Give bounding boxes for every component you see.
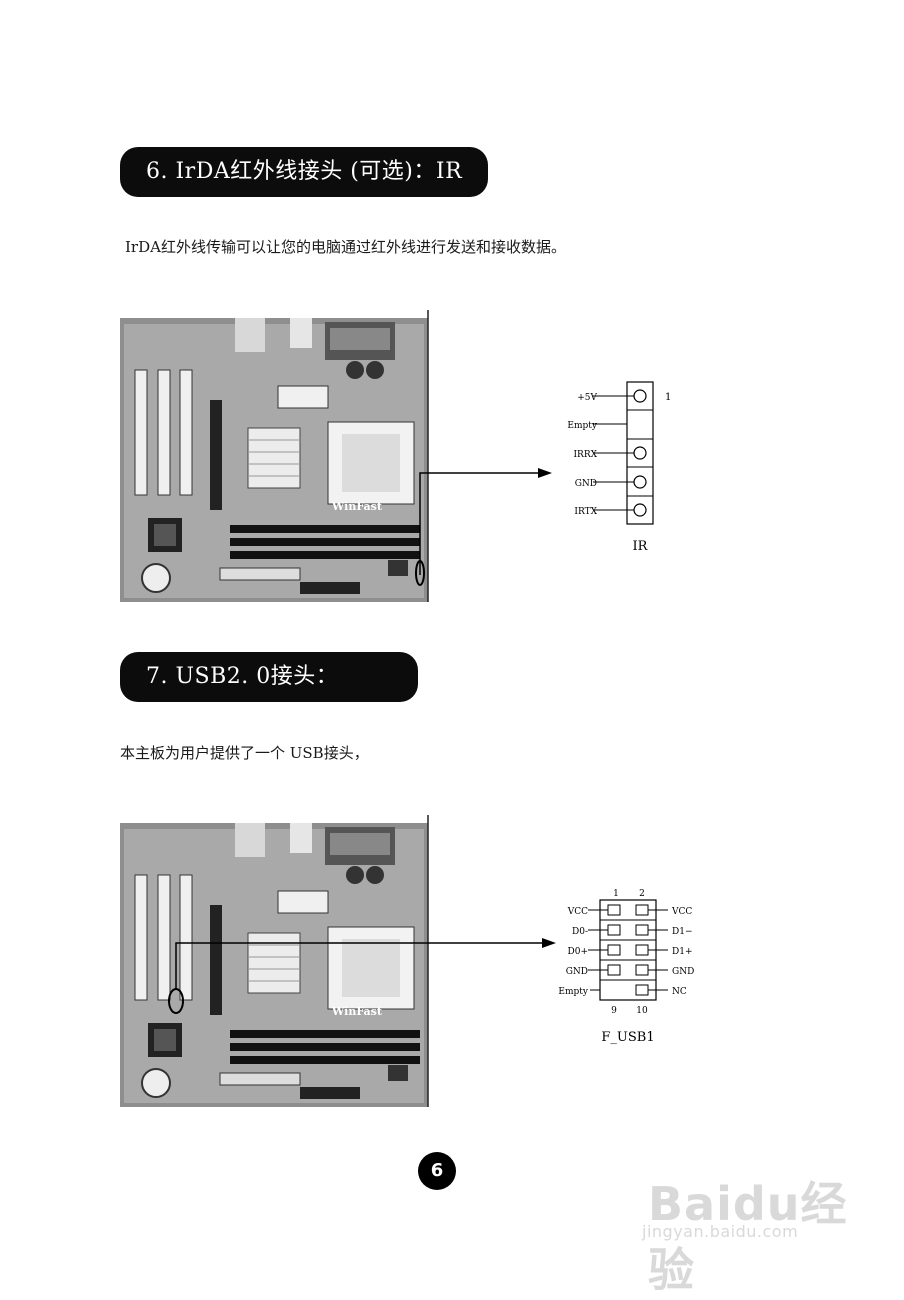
motherboard-image-usb: WinFast	[120, 815, 429, 1107]
usb-right-pin-label: D1+	[672, 947, 692, 957]
ir-pin-4	[633, 475, 647, 489]
usb-right-pin-label: VCC	[671, 907, 692, 917]
watermark-logo: Baidu经验	[648, 1177, 848, 1297]
ir-pin-label: +5V	[577, 393, 597, 403]
section-title-ir-text: 6. IrDA红外线接头 (可选)：IR	[146, 159, 463, 184]
ir-pin-label: GND	[575, 479, 597, 489]
board-brand-label: WinFast	[331, 1005, 383, 1018]
usb-right-pin-label: GND	[672, 967, 694, 977]
ir-pin1-marker: 1	[665, 392, 671, 403]
usb-top-number: 1	[613, 889, 619, 899]
ir-pin-1	[633, 389, 647, 403]
usb-leader-arrow	[175, 938, 556, 990]
usb-left-pin-label: VCC	[567, 907, 588, 917]
watermark-url: jingyan.baidu.com	[642, 1222, 799, 1241]
usb-bottom-number: 9	[611, 1006, 617, 1016]
usb-connector-diagram: 1 2 VCC D0- D0+ GND Empty VCC D1− D1+ GN…	[558, 889, 694, 1045]
ir-leader-arrow	[419, 468, 552, 575]
usb-left-pin-label: D0-	[572, 927, 588, 937]
usb-left-pin-label: Empty	[558, 987, 588, 997]
usb-left-pin-label: GND	[566, 967, 588, 977]
ir-connector-name: IR	[633, 539, 649, 554]
ir-description: IrDA红外线传输可以让您的电脑通过红外线进行发送和接收数据。	[125, 238, 566, 256]
usb-connector-name: F_USB1	[601, 1030, 654, 1045]
board-brand-label: WinFast	[331, 500, 383, 513]
usb-top-number: 2	[639, 889, 645, 899]
usb-bottom-number: 10	[636, 1006, 648, 1016]
section-title-usb: 7. USB2. 0接头：F_USB1	[120, 652, 418, 739]
usb-right-pin-label: D1−	[672, 927, 692, 937]
ir-connector-diagram: +5V Empty IRRX GND IRTX 1 IR	[567, 381, 671, 554]
ir-pin-label: IRRX	[573, 450, 597, 460]
ir-pin-3	[633, 446, 647, 460]
motherboard-image-ir: WinFast	[120, 310, 429, 602]
ir-pin-label: IRTX	[574, 507, 597, 517]
ir-pin-label: Empty	[567, 421, 597, 431]
section-title-usb-text: 7. USB2. 0接头：F_USB1	[146, 664, 339, 739]
usb-description: 本主板为用户提供了一个 USB接头，	[120, 744, 369, 762]
page-number: 6	[418, 1152, 456, 1190]
baidu-watermark: Baidu经验 jingyan.baidu.com	[640, 1150, 870, 1297]
usb-right-pin-label: NC	[672, 987, 687, 997]
usb-left-pin-label: D0+	[568, 947, 588, 957]
section-title-ir: 6. IrDA红外线接头 (可选)：IR	[120, 147, 488, 197]
ir-pin-5	[633, 503, 647, 517]
